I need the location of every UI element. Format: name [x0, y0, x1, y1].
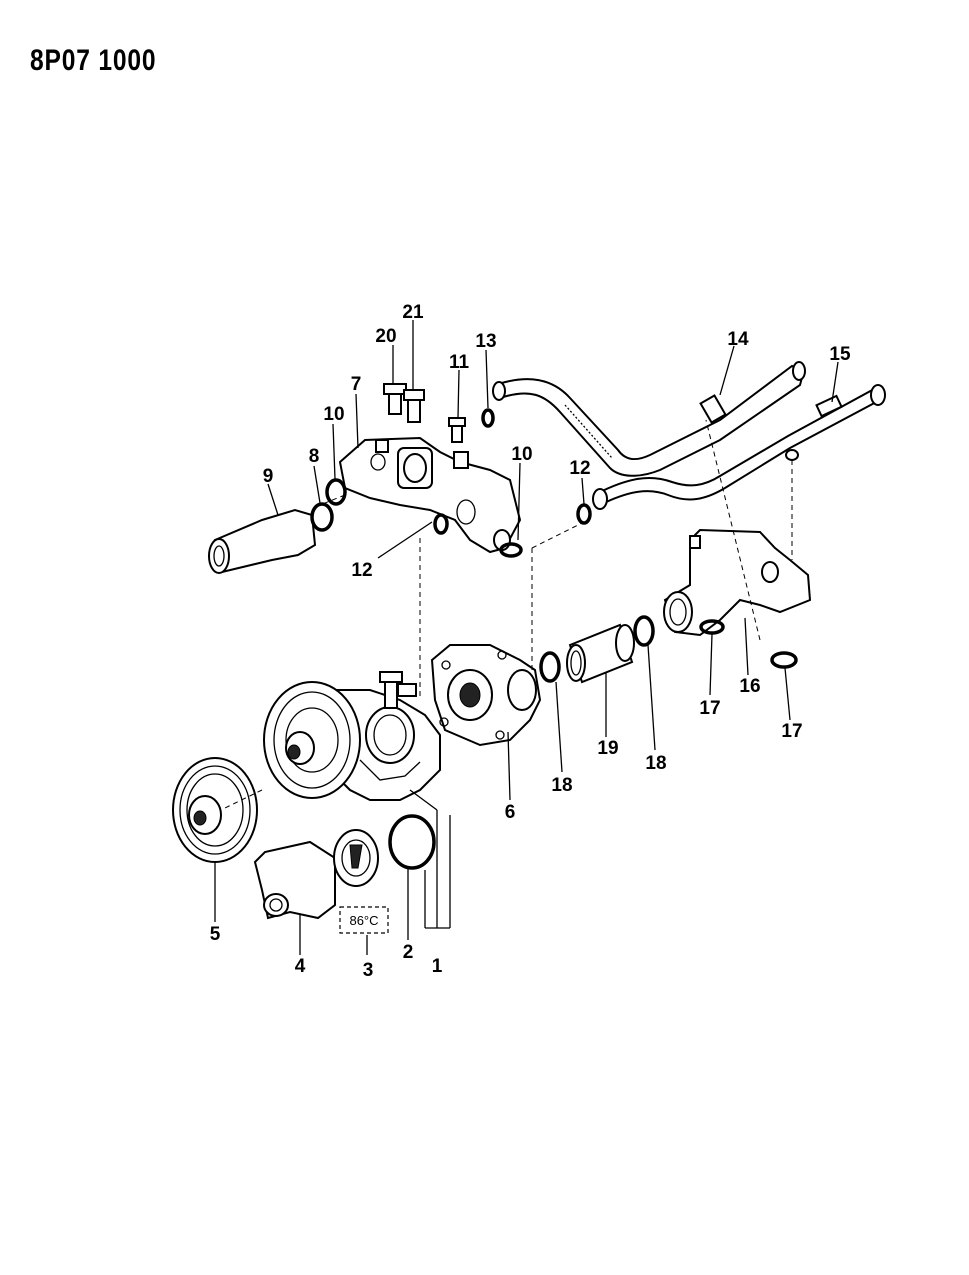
callout-12-left: 12 — [351, 560, 372, 581]
callout-1: 1 — [432, 956, 443, 977]
thermostat-temp-label: 86°C — [349, 913, 378, 928]
o-ring-8 — [310, 502, 334, 532]
rear-outlet-housing — [663, 528, 812, 637]
callout-16: 16 — [739, 676, 760, 697]
callout-17-right: 17 — [781, 721, 802, 742]
callout-5: 5 — [210, 924, 221, 945]
callout-21: 21 — [402, 302, 424, 323]
o-ring-12-right — [576, 503, 592, 525]
leader-lines — [214, 320, 839, 955]
callout-6: 6 — [505, 802, 516, 823]
o-ring-18-left — [539, 651, 561, 683]
o-ring-10-upper — [325, 478, 347, 506]
o-ring-13 — [481, 408, 495, 428]
sensor-21 — [403, 389, 425, 423]
assembly-lines — [224, 419, 793, 809]
o-ring-17-right — [770, 651, 798, 669]
gasket-2 — [388, 814, 436, 870]
callout-10-upper: 10 — [323, 404, 344, 425]
water-pump-assembly — [263, 671, 441, 801]
o-ring-10-right — [499, 542, 523, 558]
callout-17-left: 17 — [699, 698, 720, 719]
coolant-pipe-upper — [492, 361, 806, 477]
callout-10-right: 10 — [511, 444, 532, 465]
callout-12-right: 12 — [569, 458, 590, 479]
o-ring-17-left — [699, 619, 725, 635]
callout-20: 20 — [375, 326, 396, 347]
callout-19: 19 — [597, 738, 618, 759]
thermostat — [333, 829, 379, 887]
water-pump-case — [430, 644, 542, 747]
connector-pipe-19 — [566, 623, 635, 684]
bolt-11 — [448, 417, 466, 443]
pulley — [172, 757, 258, 863]
o-ring-18-right — [633, 615, 655, 647]
coolant-pipe-lower — [592, 384, 886, 510]
callout-8: 8 — [309, 446, 320, 467]
water-outlet-housing — [338, 436, 522, 554]
callout-4: 4 — [295, 956, 306, 977]
callout-11: 11 — [449, 352, 470, 373]
callout-7: 7 — [351, 374, 362, 395]
sensor-20 — [383, 383, 407, 415]
callout-18-left: 18 — [551, 775, 572, 796]
callout-2: 2 — [403, 942, 414, 963]
inlet-elbow — [208, 508, 317, 574]
callout-14: 14 — [727, 329, 749, 350]
water-inlet-fitting — [253, 840, 336, 920]
callout-18-right: 18 — [645, 753, 666, 774]
callout-labels: 1 2 3 4 5 6 7 8 9 10 10 11 12 12 13 14 1… — [210, 302, 851, 981]
callout-9: 9 — [263, 466, 274, 487]
diagram-code: 8P07 1000 — [30, 44, 157, 77]
thermostat-temp-box — [339, 906, 389, 934]
callout-15: 15 — [829, 344, 851, 365]
callout-13: 13 — [475, 331, 496, 352]
o-ring-12-left — [433, 513, 449, 535]
callout-3: 3 — [363, 960, 374, 981]
